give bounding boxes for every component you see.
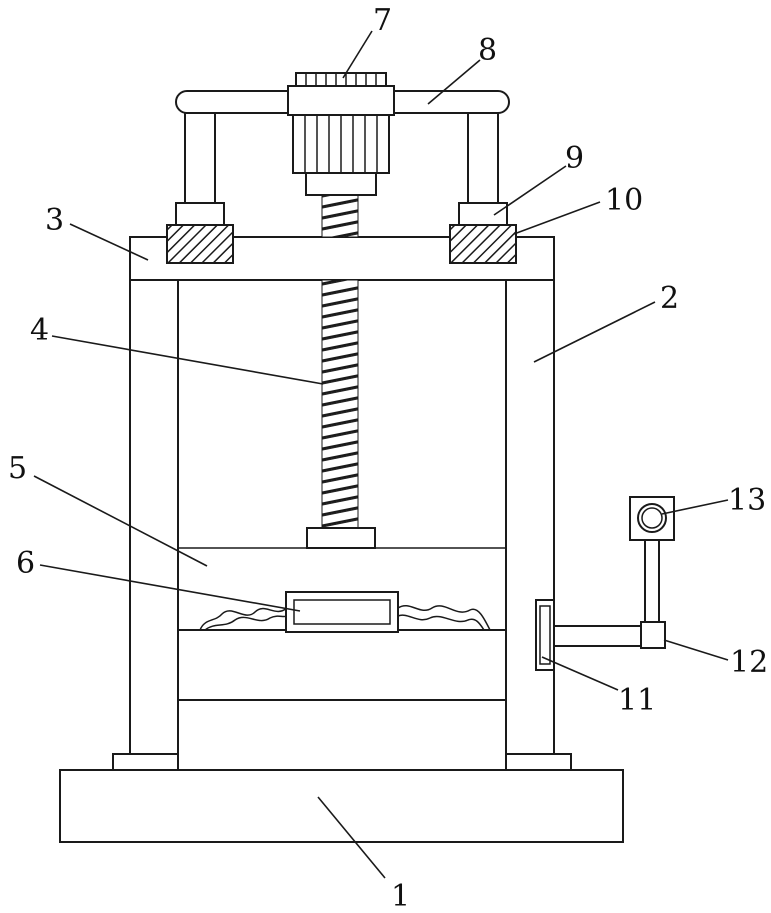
label-12: 12 <box>730 645 768 680</box>
label-1: 1 <box>391 879 410 913</box>
label-7: 7 <box>373 3 392 38</box>
label-11: 11 <box>618 683 656 718</box>
motor <box>288 73 394 195</box>
control-box <box>630 497 674 540</box>
control-arm <box>554 540 665 648</box>
label-4: 4 <box>30 313 49 348</box>
label-2: 2 <box>660 281 679 316</box>
label-8: 8 <box>478 33 497 68</box>
label-5: 5 <box>8 451 27 486</box>
base-plate <box>60 754 623 842</box>
cushion-block <box>200 592 490 632</box>
label-6: 6 <box>16 546 35 581</box>
work-table <box>178 630 506 700</box>
label-10: 10 <box>605 183 643 218</box>
label-13: 13 <box>728 483 766 518</box>
side-bracket <box>536 600 554 670</box>
label-3: 3 <box>45 203 64 238</box>
label-9: 9 <box>565 141 584 176</box>
